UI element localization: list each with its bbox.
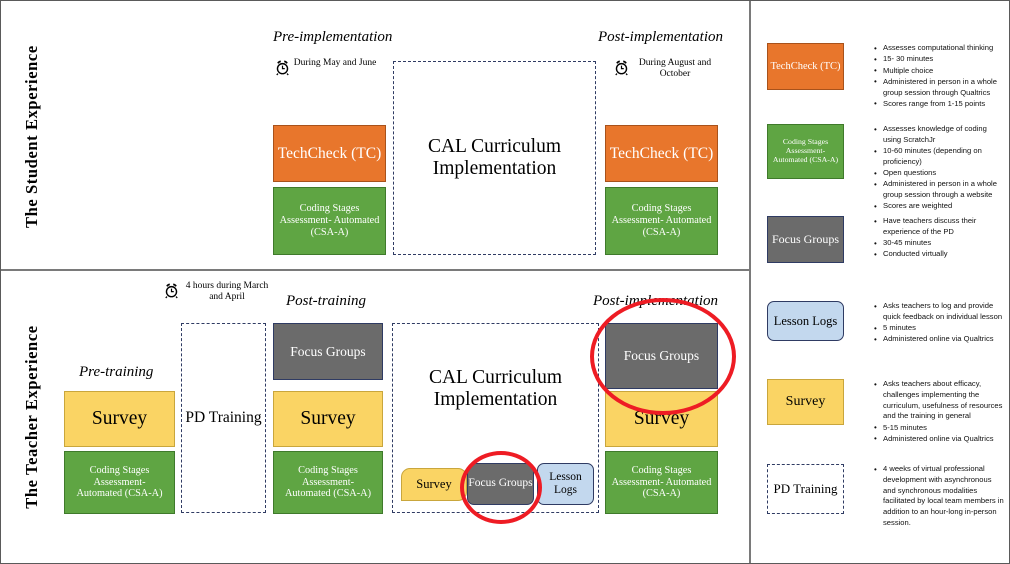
legend-bullets-focus-groups: Have teachers discuss their experience o… [870, 216, 1005, 261]
legend-bullets-lesson-logs: Asks teachers to log and provide quick f… [870, 301, 1005, 346]
student-pre-csaa-box: Coding Stages Assessment- Automated (CSA… [273, 187, 386, 255]
alarm-clock-icon [165, 283, 178, 299]
teacher-posttraining-csaa-box: Coding Stages Assessment- Automated (CSA… [273, 451, 383, 514]
teacher-posttraining-survey-box: Survey [273, 391, 383, 447]
legend-item-survey: Survey Asks teachers about efficacy, cha… [767, 378, 1005, 445]
teacher-postimpl-survey-box: Survey [605, 391, 718, 447]
teacher-phase-pre-training: Pre-training [79, 364, 154, 380]
teacher-inner-lesson-logs-box: Lesson Logs [537, 463, 594, 505]
student-post-techcheck-box: TechCheck (TC) [605, 125, 718, 182]
student-experience-label: The Student Experience [22, 45, 41, 228]
legend-item-focus-groups: Focus Groups Have teachers discuss their… [767, 216, 1005, 263]
teacher-pre-survey-box: Survey [64, 391, 175, 447]
legend-item-techcheck: TechCheck (TC) Assesses computational th… [767, 43, 1005, 110]
legend-item-lesson-logs: Lesson Logs Asks teachers to log and pro… [767, 301, 1005, 346]
teacher-phase-post-implementation: Post-implementation [593, 293, 718, 309]
legend-item-csaa: Coding Stages Assessment- Automated (CSA… [767, 124, 1005, 213]
legend-swatch-pd-training: PD Training [767, 464, 844, 514]
legend-swatch-focus-groups: Focus Groups [767, 216, 844, 263]
student-timing-pre: During May and June [293, 58, 377, 68]
student-phase-post: Post-implementation [598, 29, 723, 45]
student-timing-post: During August and October [638, 58, 712, 79]
teacher-inner-survey-box: Survey [401, 468, 467, 501]
teacher-posttraining-focus-groups-box: Focus Groups [273, 323, 383, 380]
teacher-inner-focus-groups-box: Focus Groups [467, 463, 534, 505]
teacher-pd-training-box: PD Training [181, 323, 266, 513]
student-cal-implementation-box: CAL Curriculum Implementation [393, 61, 596, 255]
teacher-experience-label: The Teacher Experience [22, 325, 41, 509]
teacher-pre-csaa-box: Coding Stages Assessment- Automated (CSA… [64, 451, 175, 514]
legend-bullets-pd-training: 4 weeks of virtual professional developm… [870, 464, 1005, 529]
legend-swatch-survey: Survey [767, 379, 844, 425]
alarm-clock-icon [276, 60, 289, 76]
legend-bullets-csaa: Assesses knowledge of coding using Scrat… [870, 124, 1005, 213]
teacher-cal-implementation-box: CAL Curriculum Implementation [392, 323, 599, 513]
teacher-postimpl-focus-groups-box: Focus Groups [605, 323, 718, 389]
alarm-clock-icon [615, 60, 628, 76]
student-phase-pre: Pre-implementation [273, 29, 393, 45]
section-divider [1, 269, 749, 271]
teacher-timing-pd: 4 hours during March and April [185, 281, 269, 302]
legend-item-pd-training: PD Training 4 weeks of virtual professio… [767, 464, 1005, 529]
teacher-postimpl-csaa-box: Coding Stages Assessment- Automated (CSA… [605, 451, 718, 514]
legend-swatch-techcheck: TechCheck (TC) [767, 43, 844, 90]
legend-bullets-techcheck: Assesses computational thinking 15- 30 m… [870, 43, 1005, 110]
legend-swatch-csaa: Coding Stages Assessment- Automated (CSA… [767, 124, 844, 179]
student-post-csaa-box: Coding Stages Assessment- Automated (CSA… [605, 187, 718, 255]
legend-divider [749, 1, 751, 563]
legend-swatch-lesson-logs: Lesson Logs [767, 301, 844, 341]
teacher-phase-post-training: Post-training [286, 293, 367, 309]
legend-bullets-survey: Asks teachers about efficacy, challenges… [870, 378, 1005, 445]
student-pre-techcheck-box: TechCheck (TC) [273, 125, 386, 182]
